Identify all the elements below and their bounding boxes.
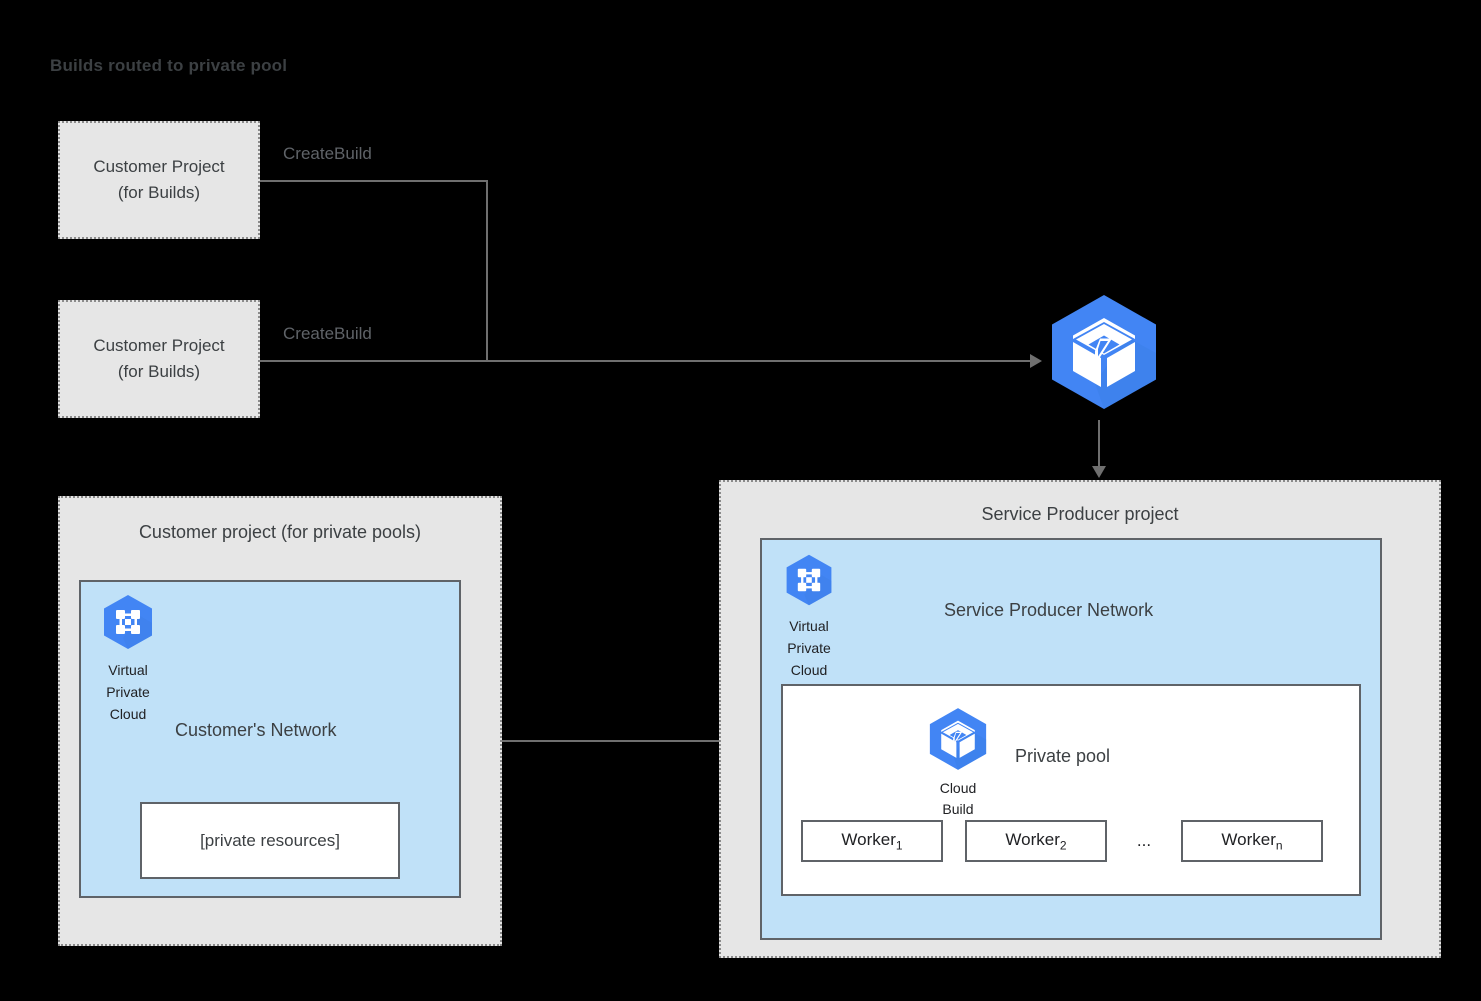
vpc-label-line3: Cloud <box>109 706 147 722</box>
producer-network-title: Service Producer Network <box>944 600 1154 620</box>
private-resources-box[interactable]: [private resources] <box>140 802 400 879</box>
worker-subscript: n <box>1275 838 1283 853</box>
worker-label: Worker1 <box>841 830 902 852</box>
connector-build1-horizontal <box>260 180 488 182</box>
worker-box-1[interactable]: Worker1 <box>801 820 943 862</box>
customer-project-title: Customer project (for private pools) <box>138 522 422 542</box>
worker-label: Worker2 <box>1005 830 1066 852</box>
cloud-build-label-line1: Cloud <box>939 780 977 796</box>
vpc-label-line3: Cloud <box>790 662 828 678</box>
worker-ellipsis: ... <box>1136 831 1152 850</box>
cloud-build-icon[interactable] <box>1043 291 1165 413</box>
connector-to-cloudbuild <box>260 360 1039 362</box>
cloud-build-label-line2: Build <box>942 801 974 817</box>
worker-name: Worker <box>1005 829 1060 849</box>
customer-build-project-label-2: Customer Project (for Builds) <box>93 333 224 385</box>
build-project-line1: Customer Project <box>93 157 225 176</box>
cloud-build-icon <box>929 708 987 770</box>
build-project-line2: (for Builds) <box>117 183 201 202</box>
worker-box-n[interactable]: Workern <box>1181 820 1323 862</box>
customer-network-title: Customer's Network <box>175 720 337 740</box>
customer-build-project-box-1[interactable]: Customer Project (for Builds) <box>58 121 260 239</box>
worker-box-2[interactable]: Worker2 <box>965 820 1107 862</box>
private-pool-title: Private pool <box>1015 746 1111 766</box>
customer-vpc-icon-label: Virtual Private Cloud <box>91 659 165 725</box>
cloud-build-icon-label: Cloud Build <box>921 778 995 820</box>
customer-vpc-icon-group: Virtual Private Cloud <box>91 592 165 725</box>
customer-build-project-box-2[interactable]: Customer Project (for Builds) <box>58 300 260 418</box>
vpc-label-line1: Virtual <box>108 662 148 678</box>
producer-vpc-icon-label: Virtual Private Cloud <box>772 615 846 681</box>
connector-cloudbuild-to-producer <box>1098 420 1100 468</box>
producer-project-title: Service Producer project <box>981 504 1179 524</box>
producer-vpc-icon-group: Virtual Private Cloud <box>772 552 846 681</box>
private-pool-box[interactable]: Cloud Build Private pool Worker1 Worker2… <box>781 684 1361 896</box>
connector-vpc-peering <box>475 740 755 742</box>
worker-subscript: 2 <box>1059 838 1067 853</box>
page-title: Builds routed to private pool <box>50 56 288 75</box>
virtual-private-cloud-icon <box>786 554 832 606</box>
worker-name: Worker <box>1221 829 1276 849</box>
build-project-line1: Customer Project <box>93 336 225 355</box>
worker-subscript: 1 <box>895 838 903 853</box>
private-resources-label: [private resources] <box>200 830 340 850</box>
customer-build-project-label-1: Customer Project (for Builds) <box>93 154 224 206</box>
vpc-label-line2: Private <box>787 640 831 656</box>
arrow-head-down-icon <box>1092 466 1106 478</box>
cloud-build-icon-group: Cloud Build <box>921 706 995 820</box>
vpc-label-line1: Virtual <box>789 618 829 634</box>
virtual-private-cloud-icon <box>104 595 152 649</box>
edge-label-createbuild-1: CreateBuild <box>283 144 372 163</box>
arrow-head-to-cloudbuild-icon <box>1030 354 1042 368</box>
worker-name: Worker <box>841 829 896 849</box>
worker-label: Workern <box>1221 830 1282 852</box>
vpc-label-line2: Private <box>106 684 150 700</box>
build-project-line2: (for Builds) <box>117 362 201 381</box>
worker-list: Worker1 Worker2 ... Workern <box>801 820 1347 862</box>
connector-build1-vertical <box>486 180 488 362</box>
edge-label-createbuild-2: CreateBuild <box>283 324 372 343</box>
